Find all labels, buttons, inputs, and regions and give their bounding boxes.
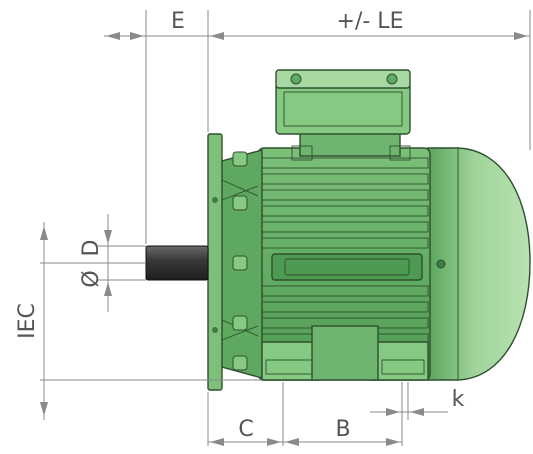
- label-d-symbol: Ø: [79, 270, 104, 287]
- housing-window: [271, 253, 423, 281]
- bolt-heads: [232, 151, 248, 371]
- label-le: +/- LE: [337, 9, 404, 34]
- label-c: C: [238, 417, 253, 442]
- flange: [207, 133, 223, 391]
- terminal-box-screw: [386, 73, 398, 85]
- label-k: k: [452, 387, 465, 412]
- label-d: D: [79, 240, 104, 257]
- fan-cover: [427, 147, 531, 381]
- shaft: [145, 245, 209, 281]
- terminal-box-screw: [290, 73, 302, 85]
- label-e: E: [171, 9, 185, 34]
- terminal-box: [275, 69, 411, 161]
- fan-cover-screw: [436, 259, 446, 269]
- motor: [145, 69, 531, 391]
- label-b: B: [335, 417, 350, 442]
- motor-feet: [261, 325, 429, 381]
- dimension-lines: [40, 10, 531, 446]
- label-iec: IEC: [15, 303, 40, 339]
